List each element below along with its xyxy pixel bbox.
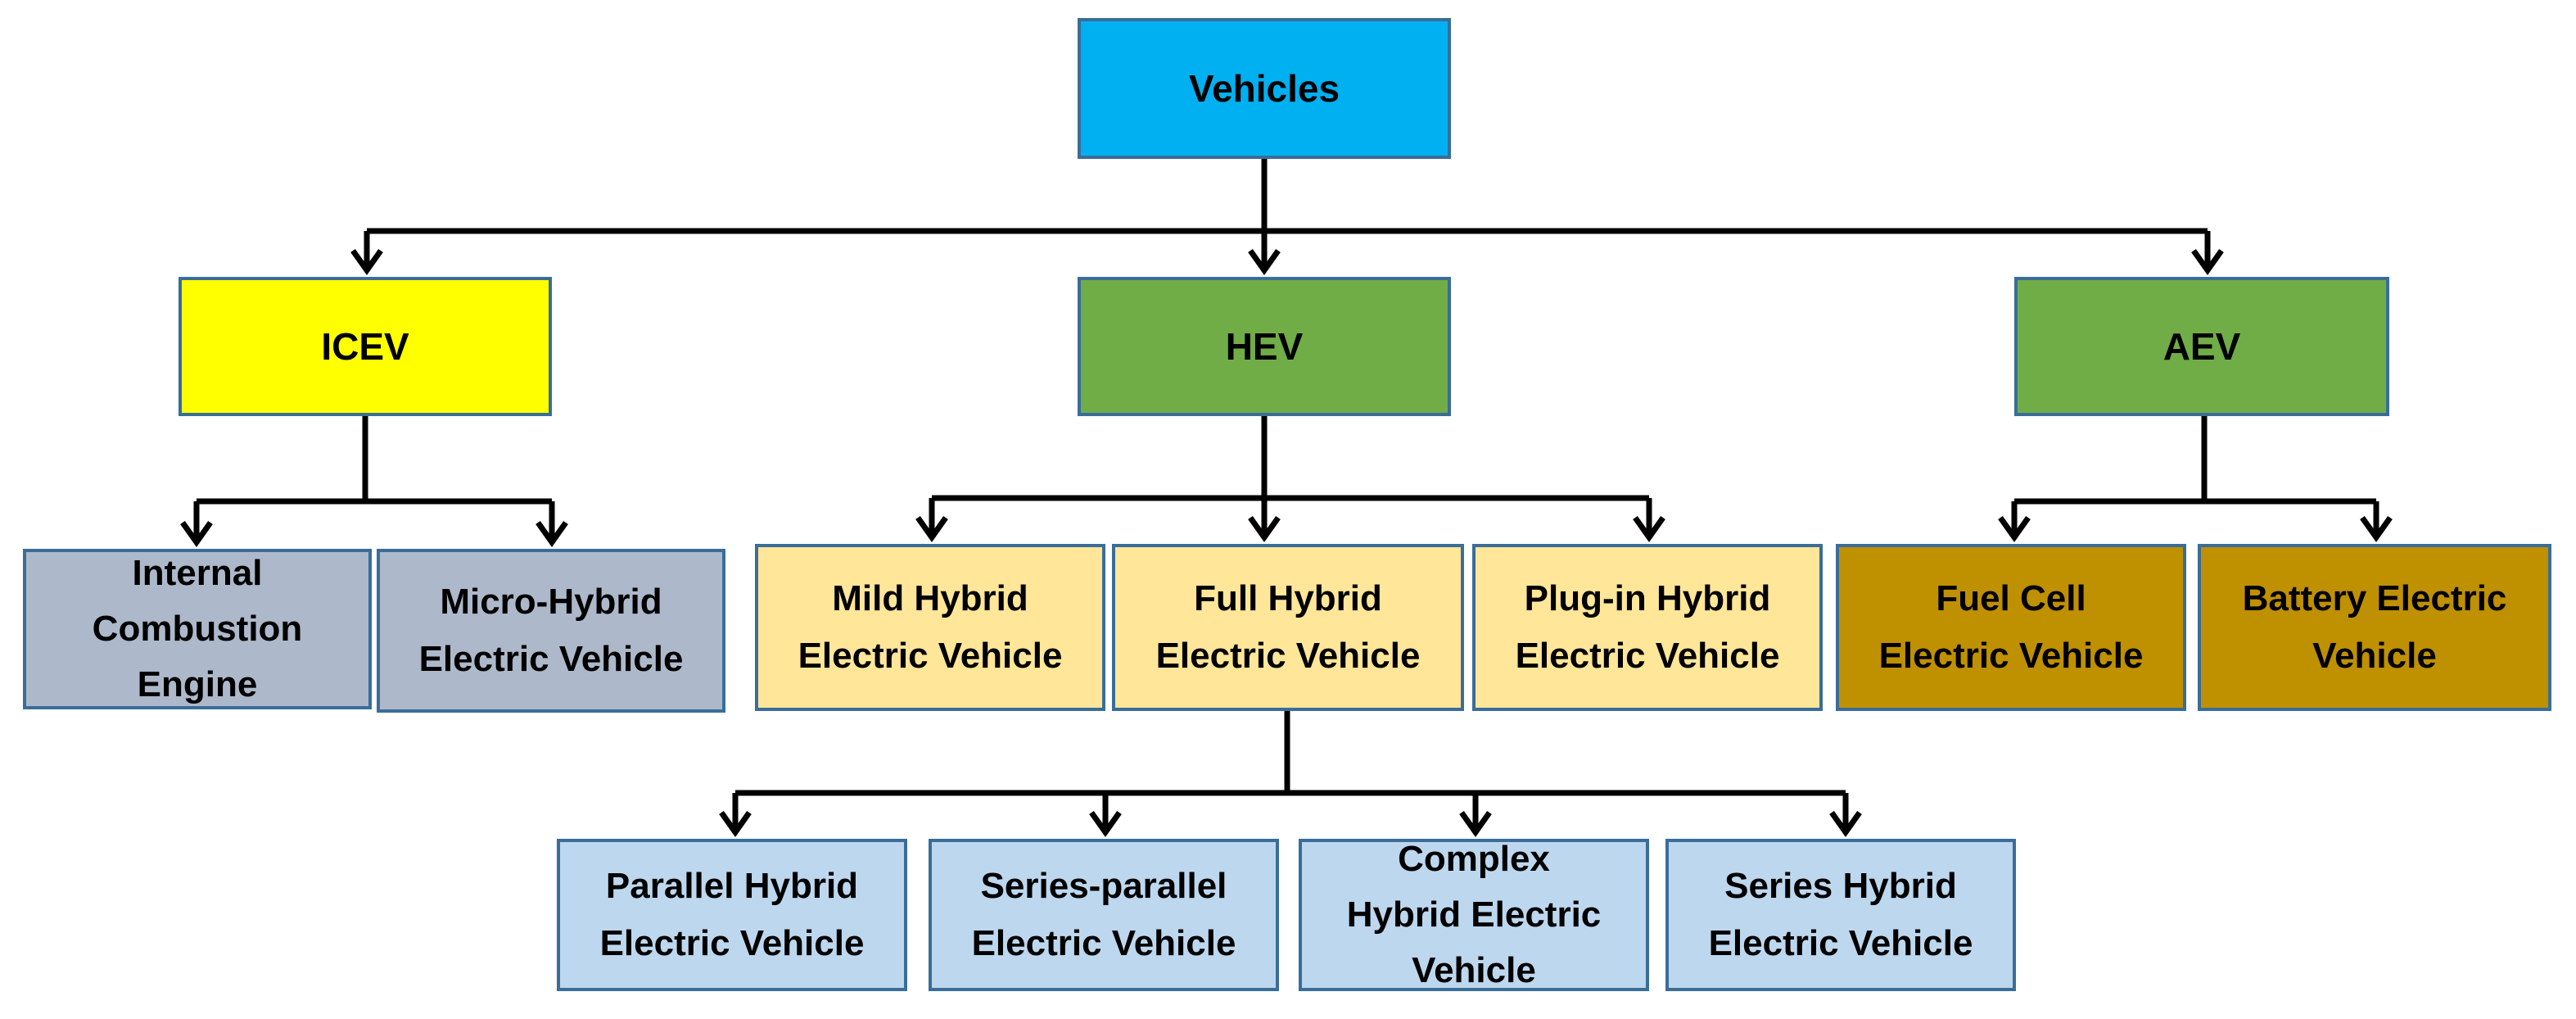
- node-series-hybrid-label: Series Hybrid Electric Vehicle: [1708, 866, 1973, 963]
- arrowhead-complex: [1459, 810, 1492, 838]
- node-micro-hybrid: Micro-Hybrid Electric Vehicle: [377, 549, 725, 713]
- arrowhead-seriespar: [1089, 810, 1122, 838]
- node-plug-in-hybrid: Plug-in Hybrid Electric Vehicle: [1472, 544, 1823, 711]
- node-fuel-cell-label: Fuel Cell Electric Vehicle: [1878, 578, 2144, 676]
- arrowhead-mhev: [536, 520, 568, 548]
- node-vehicles: Vehicles: [1078, 18, 1451, 159]
- arrowhead-aev: [2191, 248, 2224, 276]
- node-aev: AEV: [2014, 277, 2389, 416]
- arrowhead-plugin: [1633, 515, 1665, 543]
- node-aev-label: AEV: [2162, 325, 2241, 368]
- arrowhead-bev: [2360, 515, 2393, 543]
- node-series-parallel-label: Series-parallel Electric Vehicle: [971, 866, 1236, 963]
- arrowhead-icev: [350, 248, 383, 276]
- node-complex-hybrid: Complex Hybrid Electric Vehicle: [1299, 839, 1649, 991]
- node-mild-hybrid: Mild Hybrid Electric Vehicle: [755, 544, 1105, 711]
- arrowhead-series: [1829, 810, 1862, 838]
- node-fuel-cell: Fuel Cell Electric Vehicle: [1836, 544, 2186, 711]
- arrowhead-parallel: [719, 810, 752, 838]
- node-mild-hybrid-label: Mild Hybrid Electric Vehicle: [798, 578, 1063, 676]
- node-series-hybrid: Series Hybrid Electric Vehicle: [1665, 839, 2016, 991]
- node-series-parallel: Series-parallel Electric Vehicle: [929, 839, 1279, 991]
- arrowhead-hev: [1248, 248, 1281, 276]
- arrowhead-fcev: [1998, 515, 2031, 543]
- node-hev: HEV: [1078, 277, 1451, 416]
- node-icev-label: ICEV: [321, 325, 409, 368]
- node-parallel-hybrid: Parallel Hybrid Electric Vehicle: [557, 839, 907, 991]
- node-vehicles-label: Vehicles: [1188, 67, 1340, 110]
- node-battery-electric-label: Battery Electric Vehicle: [2242, 578, 2507, 676]
- node-micro-hybrid-label: Micro-Hybrid Electric Vehicle: [418, 582, 684, 679]
- node-icev: ICEV: [179, 277, 552, 416]
- node-battery-electric: Battery Electric Vehicle: [2198, 544, 2551, 711]
- node-hev-label: HEV: [1225, 325, 1304, 368]
- node-full-hybrid: Full Hybrid Electric Vehicle: [1112, 544, 1464, 711]
- node-parallel-hybrid-label: Parallel Hybrid Electric Vehicle: [599, 866, 865, 963]
- node-complex-hybrid-label: Complex Hybrid Electric Vehicle: [1346, 839, 1602, 990]
- arrowhead-mild: [915, 515, 948, 543]
- node-internal-combustion-engine-label: Internal Combustion Engine: [92, 553, 303, 704]
- node-plug-in-hybrid-label: Plug-in Hybrid Electric Vehicle: [1515, 578, 1780, 676]
- arrowhead-full: [1248, 515, 1281, 543]
- arrowhead-ice: [180, 520, 213, 548]
- node-full-hybrid-label: Full Hybrid Electric Vehicle: [1155, 578, 1421, 676]
- node-internal-combustion-engine: Internal Combustion Engine: [23, 549, 372, 709]
